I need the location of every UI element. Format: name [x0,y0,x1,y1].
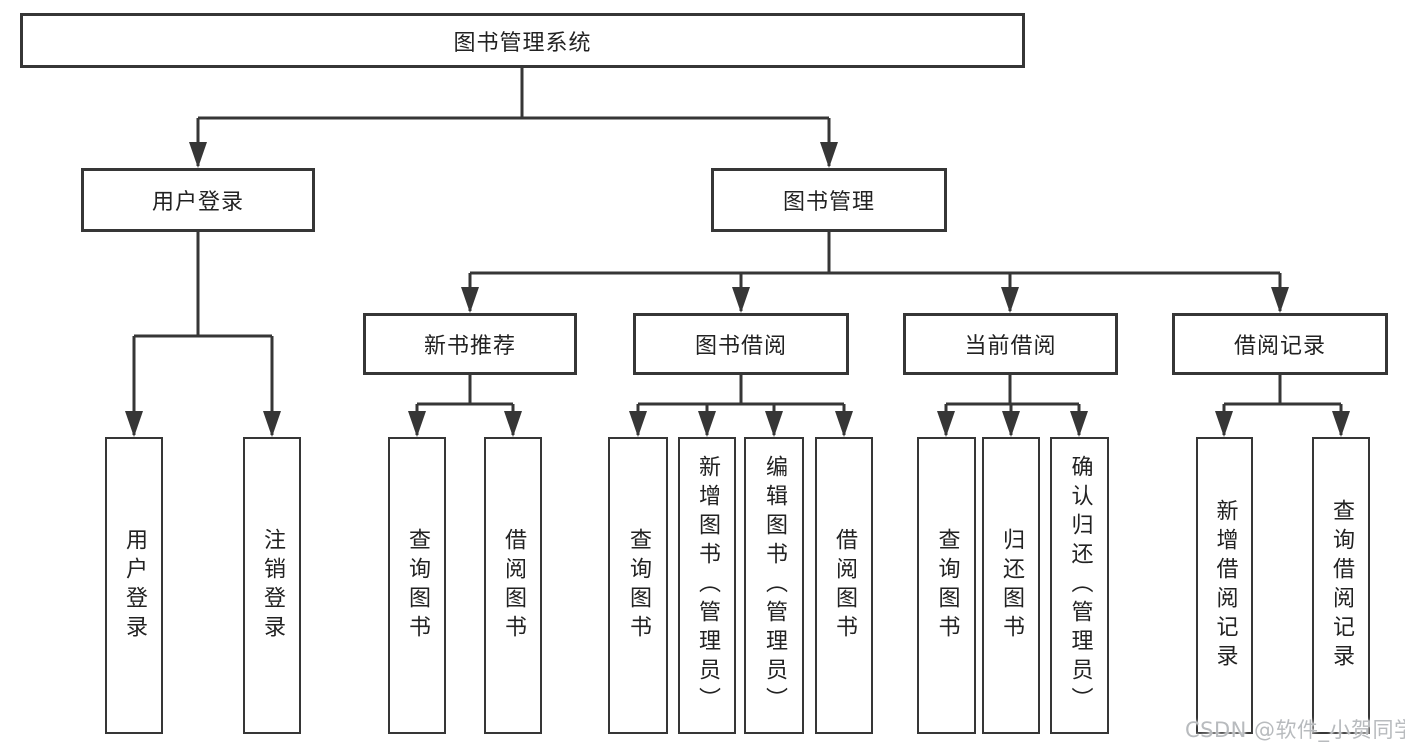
leaf-logout: 注销登录 [243,437,301,734]
leaf-add-borrow-record: 新增借阅记录 [1196,437,1253,734]
node-label: 用户登录 [151,190,244,215]
connector-login-to-leaves [125,232,281,437]
node-label: 图书管理 [782,190,875,215]
arrowhead-icon [1271,287,1289,313]
arrowhead-icon [937,411,955,437]
node-label: 图书借阅 [694,334,787,359]
arrowhead-icon [461,287,479,313]
arrowhead-icon [820,142,838,168]
arrowhead-icon [1002,411,1020,437]
leaf-return-books: 归还图书 [982,437,1040,734]
node-label: 查询图书 [405,527,430,644]
node-label: 归还图书 [999,527,1024,644]
node-user-login: 用户登录 [81,168,315,232]
arrowhead-icon [125,411,143,437]
node-book-management: 图书管理 [711,168,947,232]
arrowhead-icon [698,411,716,437]
connector-records-to-leaves [1215,375,1350,437]
connector-root-to-level2 [189,68,838,168]
leaf-confirm-return-admin: 确认归还（管理员） [1050,437,1109,734]
node-label: 新书推荐 [423,334,516,359]
node-label: 借阅记录 [1233,334,1326,359]
connector-borrow-to-leaves [629,375,853,437]
leaf-query-books-borrow: 查询图书 [608,437,668,734]
leaf-borrow-books: 借阅图书 [815,437,873,734]
arrowhead-icon [835,411,853,437]
leaf-query-books-current: 查询图书 [917,437,976,734]
arrowhead-icon [629,411,647,437]
arrowhead-icon [765,411,783,437]
arrowhead-icon [732,287,750,313]
arrowhead-icon [1001,287,1019,313]
node-label: 新增图书（管理员） [695,455,720,716]
leaf-query-borrow-record: 查询借阅记录 [1312,437,1370,734]
node-book-borrow: 图书借阅 [633,313,849,375]
csdn-watermark: CSDN @软件_小贺同学 [1185,718,1405,742]
arrowhead-icon [263,411,281,437]
node-current-borrow: 当前借阅 [903,313,1118,375]
node-label: 当前借阅 [964,334,1057,359]
arrowhead-icon [1332,411,1350,437]
connector-newbooks-to-leaves [408,375,522,437]
node-label: 用户登录 [122,527,147,644]
node-label: 图书管理系统 [453,30,592,56]
node-new-book-recommend: 新书推荐 [363,313,577,375]
leaf-add-books-admin: 新增图书（管理员） [678,437,736,734]
node-label: 注销登录 [260,527,285,644]
node-label: 新增借阅记录 [1212,498,1238,673]
node-label: 借阅图书 [501,527,526,644]
node-label: 查询图书 [934,527,960,644]
arrowhead-icon [1070,411,1088,437]
arrowhead-icon [189,142,207,168]
node-root-system: 图书管理系统 [20,13,1025,68]
connector-current-to-leaves [937,375,1088,437]
leaf-user-login: 用户登录 [105,437,163,734]
node-label: 查询图书 [626,527,651,644]
node-label: 借阅图书 [832,527,857,644]
connector-bookmgmt-to-level3 [461,232,1289,313]
arrowhead-icon [1215,411,1233,437]
leaf-edit-books-admin: 编辑图书（管理员） [744,437,804,734]
leaf-borrow-books-recommend: 借阅图书 [484,437,542,734]
arrowhead-icon [408,411,426,437]
arrowhead-icon [504,411,522,437]
node-label: 查询借阅记录 [1329,498,1354,673]
node-label: 编辑图书（管理员） [762,455,787,716]
node-borrow-records: 借阅记录 [1172,313,1388,375]
node-label: 确认归还（管理员） [1067,455,1093,716]
leaf-query-books-recommend: 查询图书 [388,437,446,734]
